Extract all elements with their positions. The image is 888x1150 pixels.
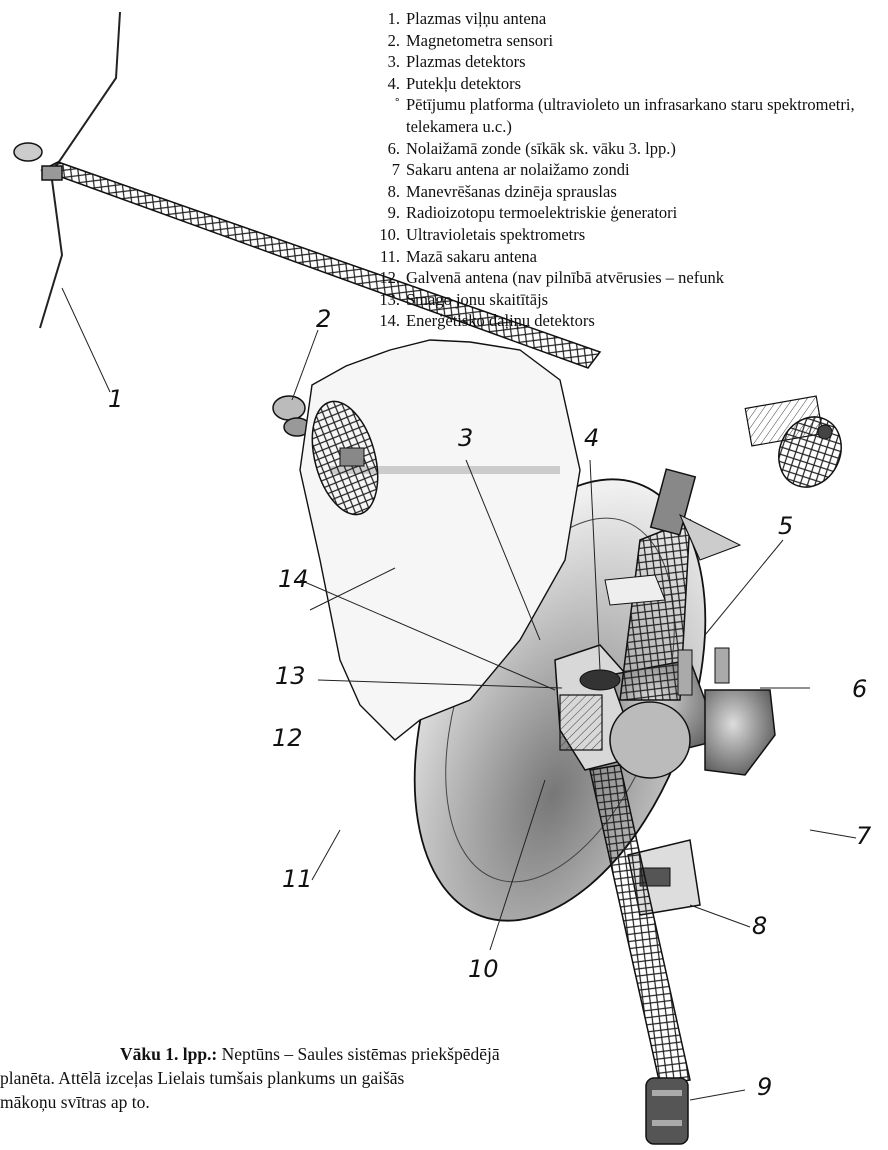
legend-text: Plazmas viļņu antena (406, 8, 888, 30)
legend-text: Sakaru antena ar nolaižamo zondi (406, 159, 888, 181)
legend-text: Radioizotopu termoelektriskie ģeneratori (406, 202, 888, 224)
callout-4: 4 (584, 424, 599, 452)
callout-8: 8 (752, 912, 767, 940)
legend-item: 3.Plazmas detektors (370, 51, 888, 73)
legend-number: 12. (370, 267, 406, 289)
callout-2: 2 (316, 305, 331, 333)
legend-item: 4.Putekļu detektors (370, 73, 888, 95)
legend-number: 9. (370, 202, 406, 224)
legend-item: 10.Ultravioletais spektrometrs (370, 224, 888, 246)
legend-text: Manevrēšanas dzinēja sprauslas (406, 181, 888, 203)
probe-comm-antenna (745, 396, 852, 497)
caption-line-2: planēta. Attēlā izceļas Lielais tumšais … (0, 1066, 620, 1090)
legend-item: 6.Nolaižamā zonde (sīkāk sk. vāku 3. lpp… (370, 138, 888, 160)
legend-item: ˚Pētījumu platforma (ultravioleto un inf… (370, 94, 888, 137)
caption-line-1: Vāku 1. lpp.: Neptūns – Saules sistēmas … (0, 1042, 620, 1066)
legend-text: Nolaižamā zonde (sīkāk sk. vāku 3. lpp.) (406, 138, 888, 160)
callout-12: 12 (272, 724, 303, 752)
legend-item: 8.Manevrēšanas dzinēja sprauslas (370, 181, 888, 203)
legend-text: Plazmas detektors (406, 51, 888, 73)
legend-number: 8. (370, 181, 406, 203)
legend-text: Smago jonu skaitītājs (406, 289, 888, 311)
dust-detector (580, 670, 620, 690)
legend-number: 11. (370, 246, 406, 268)
legend-item: 14.Enerģētisko daļiņu detektors (370, 310, 888, 332)
legend-text: Magnetometra sensori (406, 30, 888, 52)
legend-text: Putekļu detektors (406, 73, 888, 95)
legend-text: Enerģētisko daļiņu detektors (406, 310, 888, 332)
legend-number: 1. (370, 8, 406, 30)
callout-13: 13 (275, 662, 306, 690)
legend-number: 6. (370, 138, 406, 160)
legend-number: ˚ (370, 94, 406, 137)
legend-text: Ultravioletais spektrometrs (406, 224, 888, 246)
legend-item: 11.Mazā sakaru antena (370, 246, 888, 268)
callout-5: 5 (778, 512, 793, 540)
callout-10: 10 (468, 955, 499, 983)
callout-6: 6 (852, 675, 867, 703)
legend-text: Galvenā antena (nav pilnībā atvērusies –… (406, 267, 888, 289)
caption-text-1: Neptūns – Saules sistēmas priekšpēdējā (217, 1044, 499, 1064)
legend-number: 10. (370, 224, 406, 246)
legend-item: 2.Magnetometra sensori (370, 30, 888, 52)
legend-item: 1.Plazmas viļņu antena (370, 8, 888, 30)
legend-number: 7 (370, 159, 406, 181)
callout-11: 11 (282, 865, 313, 893)
caption-bold: Vāku 1. lpp.: (120, 1044, 217, 1064)
callout-9: 9 (757, 1073, 772, 1101)
legend-text: Mazā sakaru antena (406, 246, 888, 268)
legend-number: 13. (370, 289, 406, 311)
legend-item: 9.Radioizotopu termoelektriskie ģenerato… (370, 202, 888, 224)
callout-1: 1 (108, 385, 123, 413)
legend-number: 2. (370, 30, 406, 52)
legend-number: 14. (370, 310, 406, 332)
callout-14: 14 (278, 565, 309, 593)
callout-7: 7 (856, 822, 871, 850)
legend-list: 1.Plazmas viļņu antena 2.Magnetometra se… (370, 8, 888, 332)
rtg-generators (646, 1078, 688, 1144)
callout-3: 3 (458, 424, 473, 452)
legend-item: 13.Smago jonu skaitītājs (370, 289, 888, 311)
legend-number: 3. (370, 51, 406, 73)
legend-text: Pētījumu platforma (ultravioleto un infr… (406, 94, 888, 137)
caption-line-3: mākoņu svītras ap to. (0, 1090, 620, 1114)
legend-number: 4. (370, 73, 406, 95)
caption: Vāku 1. lpp.: Neptūns – Saules sistēmas … (0, 1042, 620, 1114)
legend-item: 12.Galvenā antena (nav pilnībā atvērusie… (370, 267, 888, 289)
magnetometer-sensor (273, 396, 305, 420)
